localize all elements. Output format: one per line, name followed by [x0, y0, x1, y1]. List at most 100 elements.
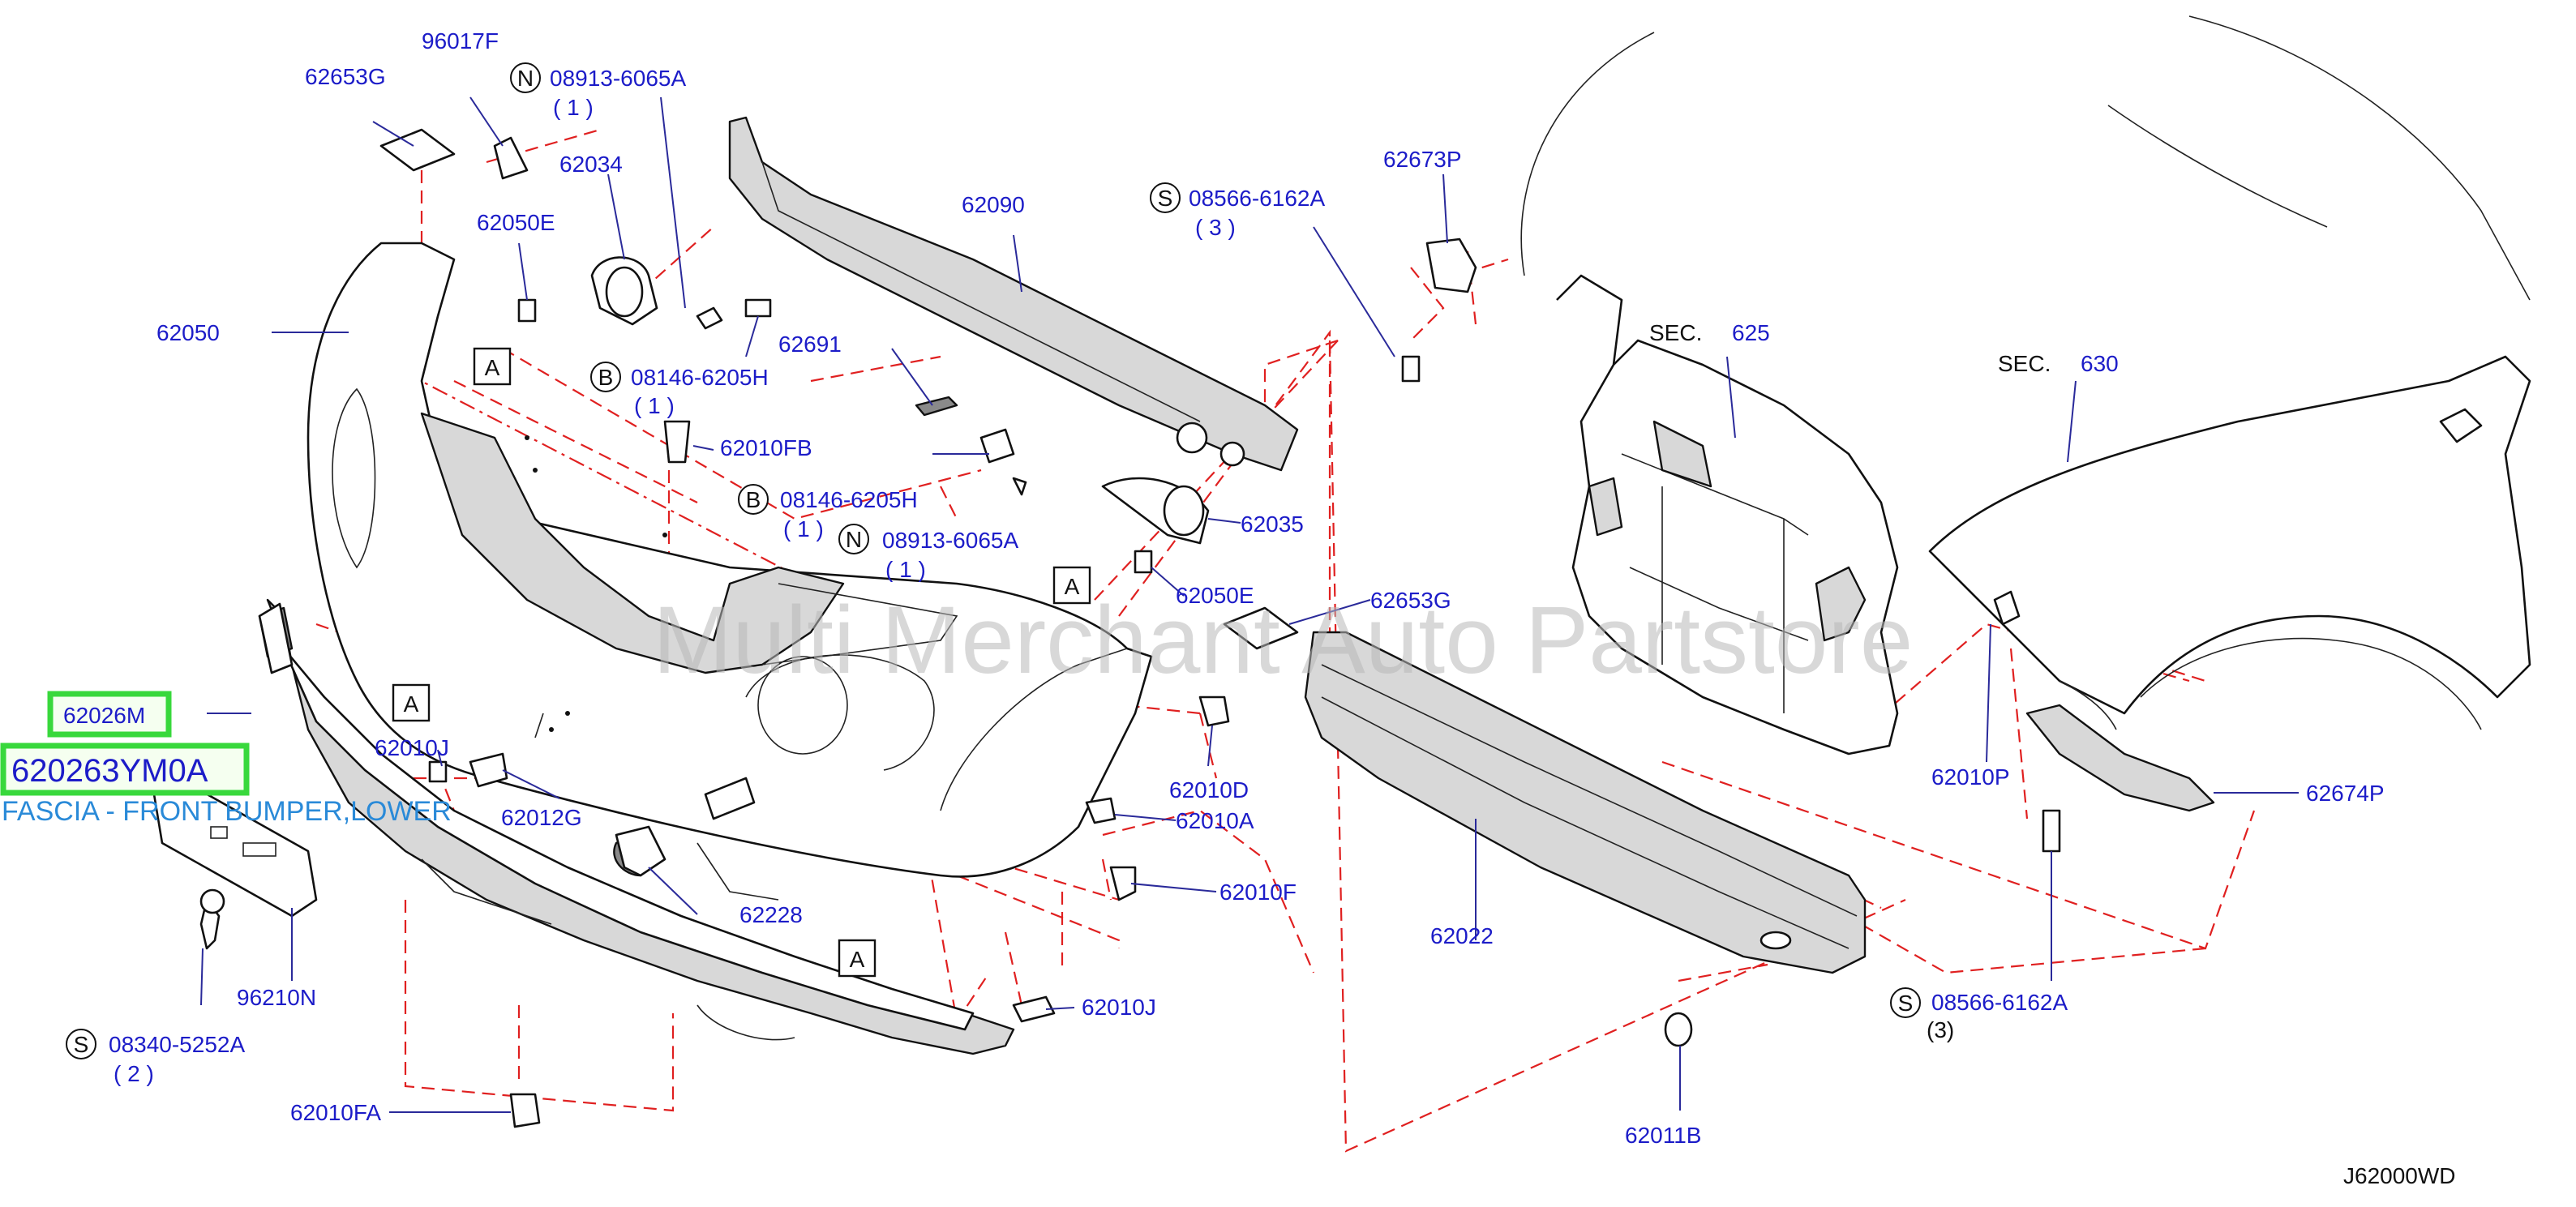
symbol-s-1: S [1158, 186, 1173, 211]
front-fender-sec630 [1520, 15, 2531, 730]
leader-lines [200, 96, 2299, 1113]
fasteners-and-clips [379, 128, 2215, 1128]
highlighted-part[interactable]: 62026M 620263YM0A FASCIA - FRONT BUMPER,… [0, 691, 452, 827]
label-62034[interactable]: 62034 [559, 152, 623, 177]
symbol-n-1: N [517, 66, 534, 91]
clip-62010A [1085, 797, 1117, 824]
bracket-96017F [493, 136, 529, 180]
label-96017F[interactable]: 96017F [422, 28, 499, 54]
label-62090[interactable]: 62090 [962, 192, 1025, 217]
label-08146-top-qty: ( 1 ) [634, 393, 675, 418]
symbol-n-2: N [846, 527, 862, 552]
svg-text:A: A [485, 355, 500, 380]
label-08913-mid[interactable]: 08913-6065A [882, 528, 1018, 553]
reinforcement-62090 [728, 116, 1299, 472]
label-62050E-mid[interactable]: 62050E [1176, 583, 1254, 608]
radiator-core-support-sec625 [1556, 274, 1899, 755]
highlight-part-code[interactable]: 62026M [63, 703, 145, 728]
symbol-b-2: B [746, 487, 761, 512]
sec-625-prefix: SEC. [1649, 320, 1702, 345]
clip-62050E-mid [1134, 550, 1153, 574]
callout-a-3: A [392, 683, 431, 722]
label-08566-bot-qty: (3) [1927, 1017, 1954, 1042]
label-62011B[interactable]: 62011B [1625, 1123, 1701, 1148]
highlight-box-number[interactable] [0, 743, 250, 796]
callout-boxes: A A A A [392, 347, 1091, 978]
sec-630-link[interactable]: 630 [2081, 351, 2119, 376]
symbol-b-1: B [598, 365, 614, 390]
callout-a-1: A [473, 347, 512, 386]
part-labels[interactable]: 96017F 62653G 08913-6065A ( 1 ) 62034 62… [109, 28, 2385, 1148]
label-08913-mid-qty: ( 1 ) [885, 557, 926, 582]
label-62010J-left[interactable]: 62010J [375, 735, 449, 760]
clip-62012G [469, 752, 508, 788]
bracket-62674P [2025, 704, 2215, 812]
bracket-62673P [1425, 238, 1477, 293]
pad-62653G-mid [1223, 606, 1299, 650]
label-62010P[interactable]: 62010P [1931, 764, 2010, 790]
label-62010FB[interactable]: 62010FB [720, 435, 812, 460]
symbol-circles: N B S B N S S [66, 62, 1921, 1059]
bracket-62691 [915, 396, 958, 417]
bolt-08146-top [744, 298, 772, 318]
bumper-armature-62022 [1304, 631, 1867, 974]
label-08146-mid[interactable]: 08146-6205H [780, 487, 918, 512]
label-62228[interactable]: 62228 [739, 902, 803, 927]
clip-62010F [1109, 866, 1137, 901]
svg-text:A: A [404, 691, 419, 717]
label-08913-top-qty: ( 1 ) [553, 95, 594, 120]
callout-a-2: A [1052, 566, 1091, 605]
lower-fascia-62026M [258, 598, 1015, 1055]
clip-62010P [1993, 590, 2021, 626]
clip-62010J-left [428, 760, 448, 783]
svg-text:A: A [850, 947, 865, 972]
label-08566-top[interactable]: 08566-6162A [1189, 186, 1325, 211]
label-08146-mid-qty: ( 1 ) [783, 516, 824, 541]
sec-625-link[interactable]: 625 [1732, 320, 1770, 345]
nut-62011B [1664, 1012, 1693, 1047]
clip-62010D [1198, 696, 1230, 727]
sec-630-prefix: SEC. [1998, 351, 2051, 376]
label-62691[interactable]: 62691 [778, 332, 842, 357]
label-62010J-right[interactable]: 62010J [1082, 995, 1156, 1020]
clip-62010J-right [1012, 995, 1056, 1023]
label-62022[interactable]: 62022 [1430, 923, 1494, 948]
label-08146-top[interactable]: 08146-6205H [631, 365, 769, 390]
label-62653G-mid[interactable]: 62653G [1370, 588, 1451, 613]
label-08913-top[interactable]: 08913-6065A [550, 66, 686, 91]
highlight-description: FASCIA - FRONT BUMPER,LOWER [2, 796, 452, 827]
label-62012G[interactable]: 62012G [501, 805, 582, 830]
diagram-code: J62000WD [2343, 1163, 2456, 1188]
label-62035[interactable]: 62035 [1241, 511, 1304, 537]
highlight-box-code[interactable] [47, 691, 172, 738]
label-62674P[interactable]: 62674P [2306, 781, 2385, 806]
label-62010FA[interactable]: 62010FA [290, 1100, 381, 1125]
watermark: Multi Merchant Auto Partstore [653, 587, 1913, 694]
callout-a-4: A [838, 939, 877, 978]
label-62010F[interactable]: 62010F [1219, 880, 1297, 905]
highlight-part-number[interactable]: 620263YM0A [11, 753, 208, 789]
clip-62010FB [663, 420, 691, 464]
svg-text:A: A [1065, 574, 1080, 599]
label-96210N[interactable]: 96210N [237, 985, 316, 1010]
label-62010D[interactable]: 62010D [1169, 777, 1249, 803]
label-08566-bot[interactable]: 08566-6162A [1931, 990, 2068, 1015]
clip-62050E-top [517, 298, 537, 323]
label-62653G-top[interactable]: 62653G [305, 64, 386, 89]
label-62673P[interactable]: 62673P [1383, 147, 1462, 172]
pad-62653G-top [379, 128, 456, 172]
label-62010A[interactable]: 62010A [1176, 808, 1254, 833]
clip-62010FA [509, 1093, 541, 1128]
label-08340-qty: ( 2 ) [114, 1061, 154, 1086]
label-62050[interactable]: 62050 [156, 320, 220, 345]
bolt-08146-mid [979, 428, 1015, 464]
label-08340[interactable]: 08340-5252A [109, 1032, 245, 1057]
label-08566-top-qty: ( 3 ) [1195, 215, 1236, 240]
symbol-s-2: S [74, 1032, 89, 1057]
label-62050E-top[interactable]: 62050E [477, 210, 555, 235]
symbol-s-3: S [1898, 991, 1914, 1016]
part-62228 [615, 825, 667, 877]
section-references[interactable]: SEC. 625 SEC. 630 [1649, 320, 2119, 376]
